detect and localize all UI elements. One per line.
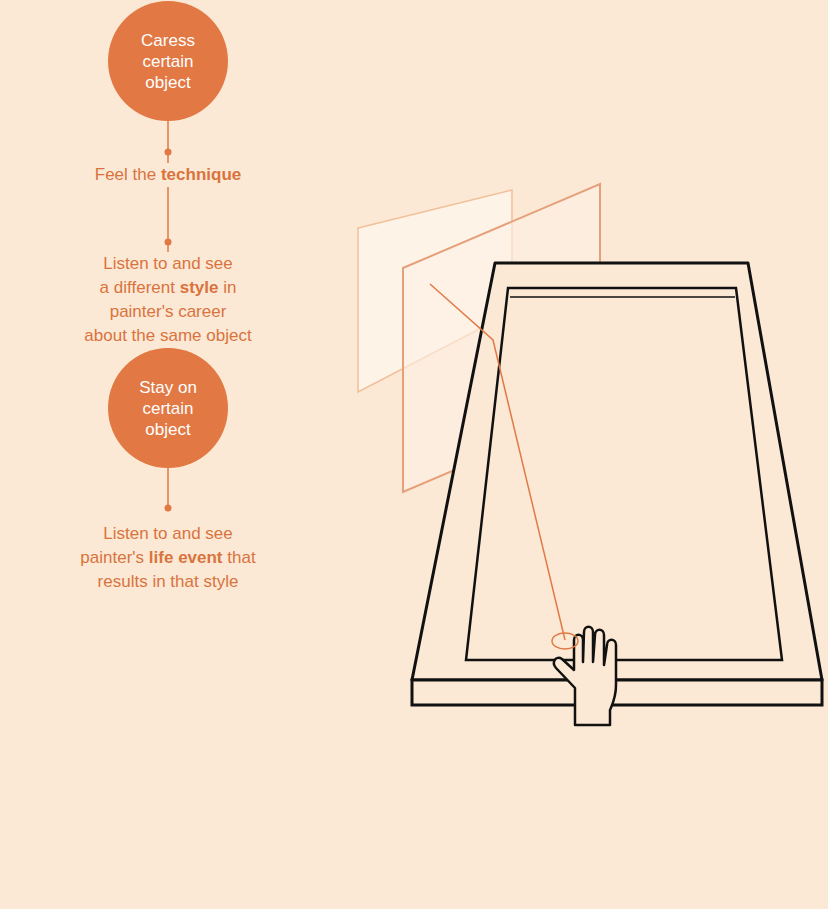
- text-word: Listen: [103, 254, 148, 273]
- text-word: the: [133, 165, 157, 184]
- text-word: object: [145, 73, 190, 92]
- action-circle: Caress certain object: [108, 1, 228, 121]
- text-word: certain: [142, 52, 193, 71]
- text-line: Stay on: [139, 377, 197, 398]
- step-dot: [165, 505, 172, 512]
- text-word: and: [172, 524, 200, 543]
- step-label: Listen to and see painter's life event t…: [76, 522, 259, 594]
- text-line: Caress: [141, 30, 195, 51]
- leader-line: [167, 468, 169, 508]
- text-line: about the same object: [84, 324, 251, 348]
- text-word: Stay: [139, 378, 173, 397]
- step-dot: [165, 149, 172, 156]
- text-word: on: [178, 378, 197, 397]
- text-word: about: [84, 326, 127, 345]
- text-word: object: [145, 420, 190, 439]
- text-line: object: [141, 72, 195, 93]
- text-word: career: [178, 302, 226, 321]
- text-line: a different style in: [84, 276, 251, 300]
- text-word: see: [205, 254, 232, 273]
- text-word: certain: [142, 399, 193, 418]
- tablet-frame: [412, 263, 822, 680]
- text-word: to: [153, 254, 167, 273]
- text-word: that: [227, 548, 255, 567]
- text-line: painter's career: [84, 300, 251, 324]
- text-word: Caress: [141, 31, 195, 50]
- text-word: technique: [161, 165, 241, 184]
- text-word: to: [153, 524, 167, 543]
- text-word: see: [205, 524, 232, 543]
- text-line: Listen to and see: [80, 522, 255, 546]
- text-word: Listen: [103, 524, 148, 543]
- step-label: Feel the technique: [91, 163, 245, 187]
- text-line: Listen to and see: [84, 252, 251, 276]
- text-word: results: [98, 572, 148, 591]
- text-line: results in that style: [80, 570, 255, 594]
- step-label: Listen to and see a different style in p…: [80, 252, 255, 348]
- text-line: Feel the technique: [95, 163, 241, 187]
- text-word: that: [170, 572, 198, 591]
- tablet-screen: [466, 288, 782, 660]
- leader-line: [430, 284, 565, 640]
- text-word: the: [132, 326, 156, 345]
- text-line: certain: [139, 398, 197, 419]
- hand-icon: [554, 627, 616, 725]
- text-word: Feel: [95, 165, 128, 184]
- screen-edge: [510, 296, 735, 298]
- text-line: object: [139, 419, 197, 440]
- text-word: in: [223, 278, 236, 297]
- text-word: different: [114, 278, 175, 297]
- text-word: painter's: [110, 302, 174, 321]
- touch-point: [552, 633, 578, 649]
- circle-text: Stay on certain object: [139, 377, 197, 440]
- text-line: certain: [141, 51, 195, 72]
- text-word: object: [206, 326, 251, 345]
- text-word: style: [203, 572, 238, 591]
- text-line: painter's life event that: [80, 546, 255, 570]
- text-word: in: [152, 572, 165, 591]
- text-word: event: [178, 548, 222, 567]
- text-word: and: [172, 254, 200, 273]
- text-word: same: [160, 326, 202, 345]
- circle-text: Caress certain object: [141, 30, 195, 93]
- step-dot: [165, 239, 172, 246]
- text-word: a: [100, 278, 109, 297]
- action-circle: Stay on certain object: [108, 348, 228, 468]
- text-word: life: [149, 548, 174, 567]
- text-word: painter's: [80, 548, 144, 567]
- text-word: style: [180, 278, 219, 297]
